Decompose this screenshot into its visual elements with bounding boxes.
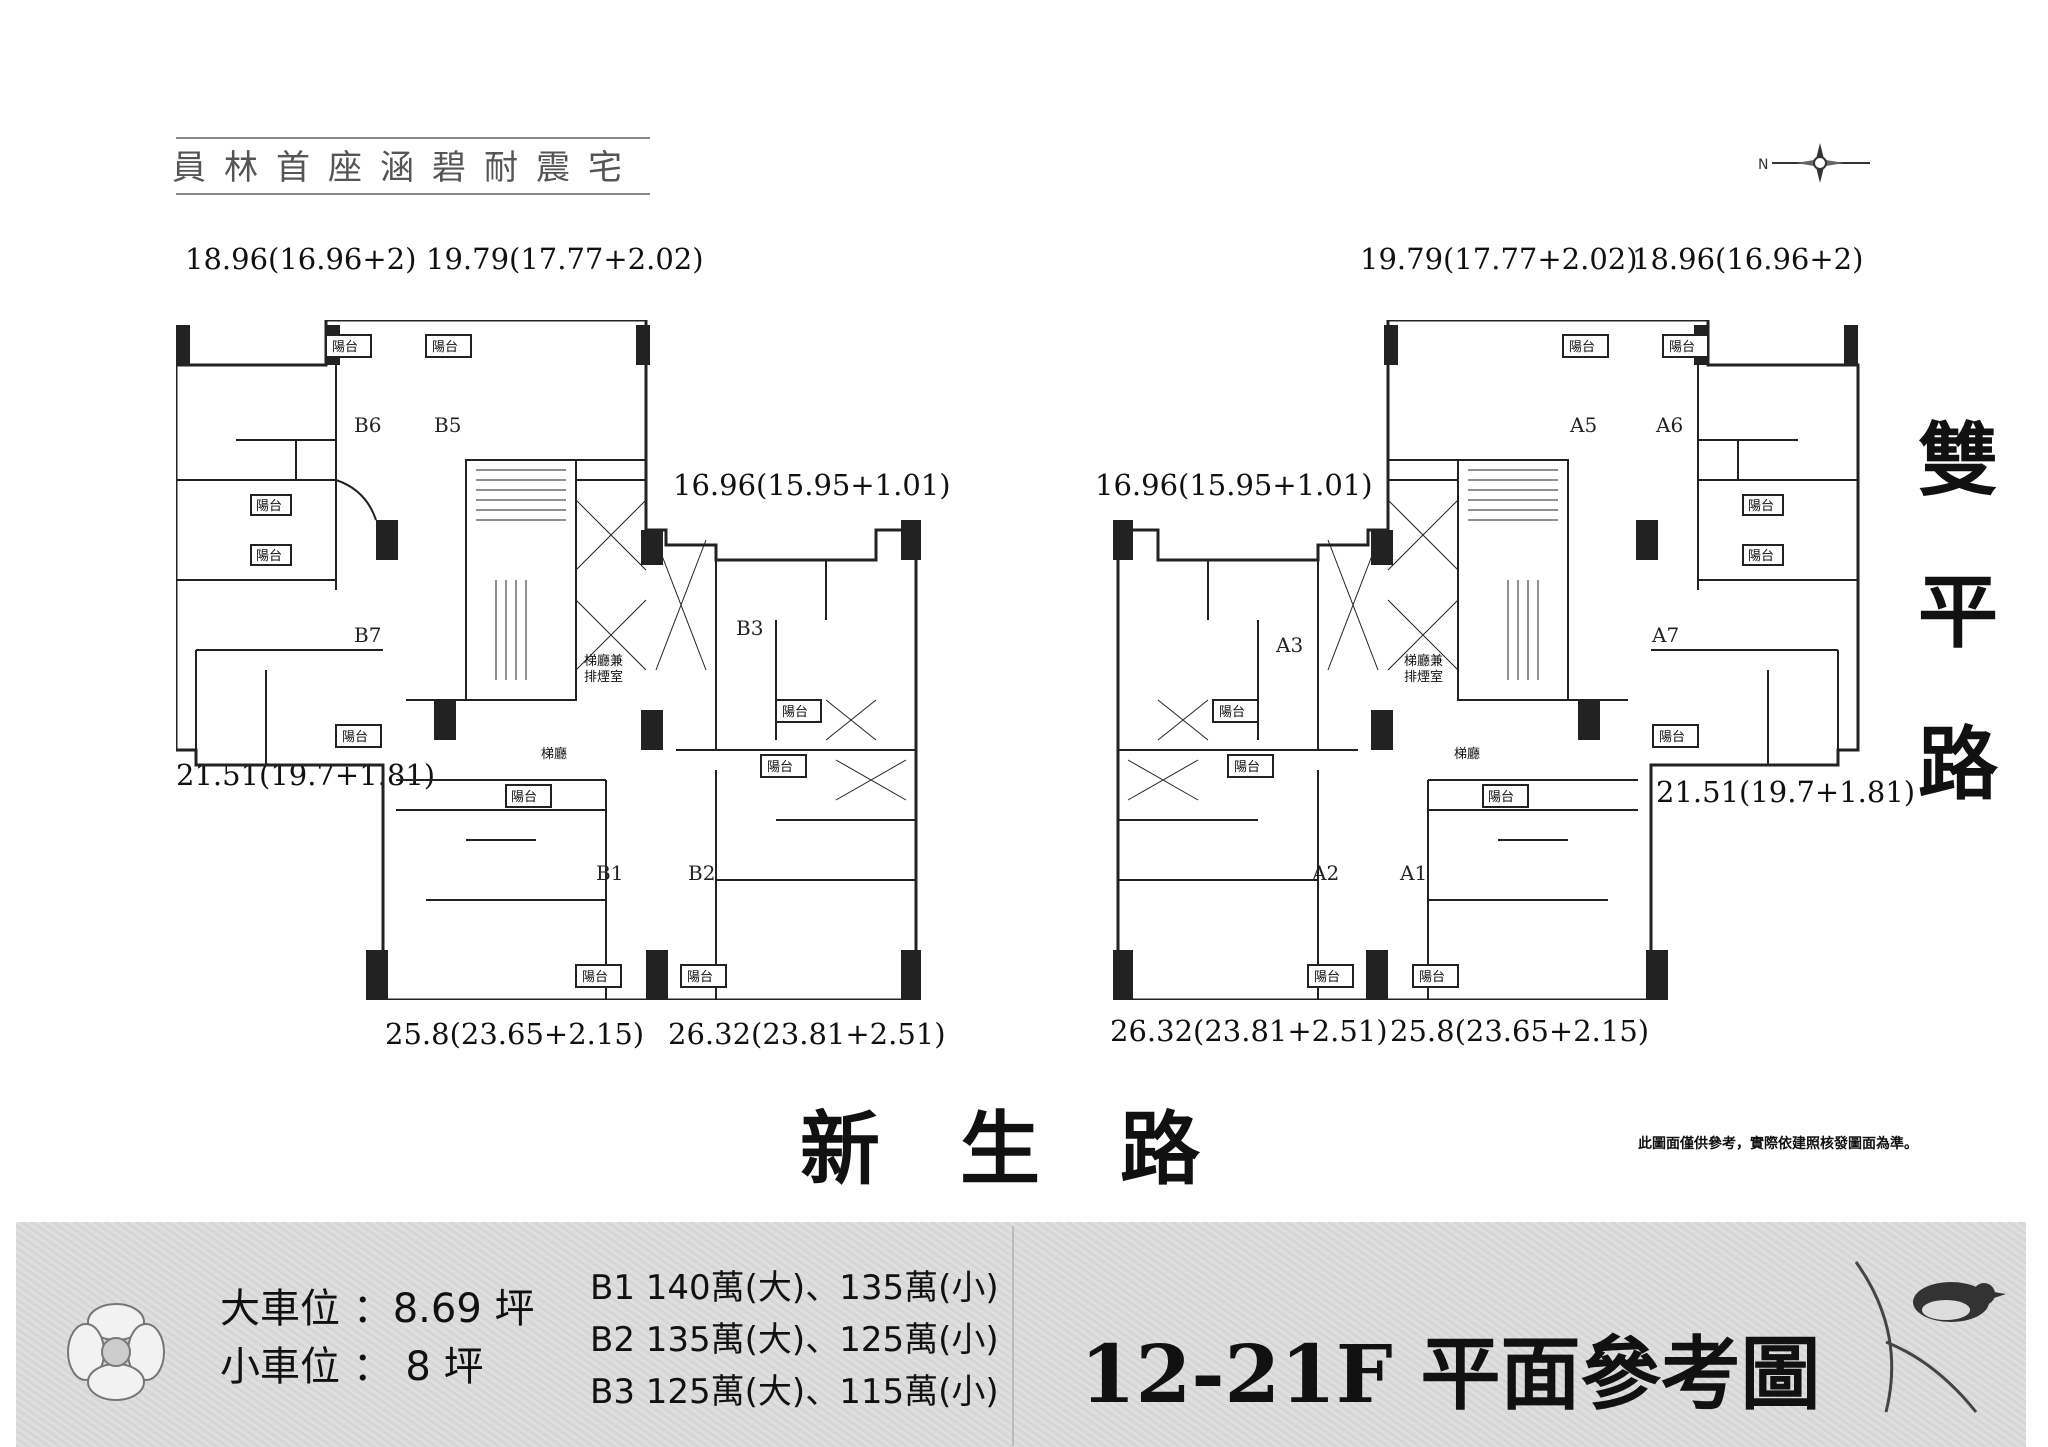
- svg-text:A7: A7: [1651, 623, 1679, 647]
- svg-text:陽台: 陽台: [342, 730, 368, 745]
- svg-text:B5: B5: [434, 413, 461, 437]
- slogan-title: 員林首座涵碧耐震宅: [172, 148, 640, 188]
- parking-info: 大車位 ：8.69 坪 小車位 ： 8 坪: [220, 1286, 535, 1390]
- svg-text:陽台: 陽台: [582, 970, 608, 985]
- footer-banner: [16, 1222, 2026, 1447]
- svg-text:A2: A2: [1311, 861, 1339, 885]
- svg-text:陽台: 陽台: [782, 705, 808, 720]
- svg-text:陽台: 陽台: [256, 499, 282, 514]
- svg-text:陽台: 陽台: [1219, 705, 1245, 720]
- area-a6: 18.96(16.96+2): [1632, 242, 1864, 276]
- slogan-rule-top: [176, 137, 650, 139]
- svg-text:A5: A5: [1569, 413, 1597, 437]
- svg-text:B7: B7: [354, 623, 381, 647]
- area-b6: 18.96(16.96+2): [185, 242, 417, 276]
- footer-divider: [1012, 1226, 1014, 1446]
- svg-text:陽台: 陽台: [1748, 549, 1774, 564]
- area-b3: 16.96(15.95+1.01): [673, 468, 951, 502]
- svg-text:陽台: 陽台: [687, 970, 713, 985]
- svg-text:陽台: 陽台: [432, 340, 458, 355]
- area-a7: 21.51(19.7+1.81): [1656, 775, 1916, 809]
- svg-text:梯廳兼排煙室: 梯廳兼排煙室: [1404, 653, 1443, 685]
- area-a3: 16.96(15.95+1.01): [1095, 468, 1373, 502]
- svg-text:梯廳: 梯廳: [541, 746, 567, 762]
- svg-text:A1: A1: [1399, 861, 1427, 885]
- svg-text:陽台: 陽台: [1659, 730, 1685, 745]
- svg-text:陽台: 陽台: [1419, 970, 1445, 985]
- svg-text:A6: A6: [1655, 413, 1683, 437]
- svg-text:陽台: 陽台: [1748, 499, 1774, 514]
- svg-text:梯廳兼排煙室: 梯廳兼排煙室: [584, 653, 623, 685]
- svg-text:A3: A3: [1275, 633, 1303, 657]
- area-a5: 19.79(17.77+2.02): [1360, 242, 1638, 276]
- area-a1: 25.8(23.65+2.15): [1390, 1014, 1650, 1048]
- area-b5: 19.79(17.77+2.02): [426, 242, 704, 276]
- svg-text:B1: B1: [596, 861, 623, 885]
- street-label-horizontal: 新生路: [800, 1102, 1280, 1196]
- svg-text:陽台: 陽台: [1234, 760, 1260, 775]
- flower-icon: [67, 1303, 165, 1401]
- svg-text:陽台: 陽台: [1569, 340, 1595, 355]
- svg-text:陽台: 陽台: [1669, 340, 1695, 355]
- floor-plan-right: 陽台 陽台 陽台 陽台 陽台 陽台 陽台 陽台 陽台 陽台 梯廳兼排煙室 梯廳 …: [1104, 320, 1864, 1000]
- svg-text:陽台: 陽台: [332, 340, 358, 355]
- svg-text:陽台: 陽台: [256, 549, 282, 564]
- area-b1: 25.8(23.65+2.15): [385, 1017, 645, 1051]
- svg-text:陽台: 陽台: [1488, 790, 1514, 805]
- svg-text:梯廳: 梯廳: [1454, 746, 1480, 762]
- svg-text:B3: B3: [736, 616, 763, 640]
- parking-prices: B1 140萬(大)、135萬(小) B2 135萬(大)、125萬(小) B3…: [590, 1268, 999, 1412]
- compass-north-icon: N: [1752, 138, 1872, 192]
- disclaimer: 此圖面僅供參考，實際依建照核發圖面為準。: [1638, 1136, 1918, 1152]
- slogan-rule-bottom: [176, 193, 650, 195]
- compass-label: N: [1758, 157, 1768, 173]
- svg-text:陽台: 陽台: [511, 790, 537, 805]
- plan-title: 12-21F 平面參考圖: [1080, 1327, 1821, 1421]
- area-b2: 26.32(23.81+2.51): [668, 1017, 946, 1051]
- bird-icon: [1854, 1261, 2006, 1413]
- svg-text:陽台: 陽台: [767, 760, 793, 775]
- floor-plan-left: 陽台 陽台 陽台 陽台 陽台 陽台 陽台 陽台 陽台 陽台 梯廳兼排煙室 梯廳 …: [176, 320, 936, 1000]
- svg-text:陽台: 陽台: [1314, 970, 1340, 985]
- svg-text:B2: B2: [688, 861, 715, 885]
- street-label-vertical: 雙 平 路: [1918, 413, 1998, 811]
- area-a2: 26.32(23.81+2.51): [1110, 1014, 1388, 1048]
- svg-text:B6: B6: [354, 413, 381, 437]
